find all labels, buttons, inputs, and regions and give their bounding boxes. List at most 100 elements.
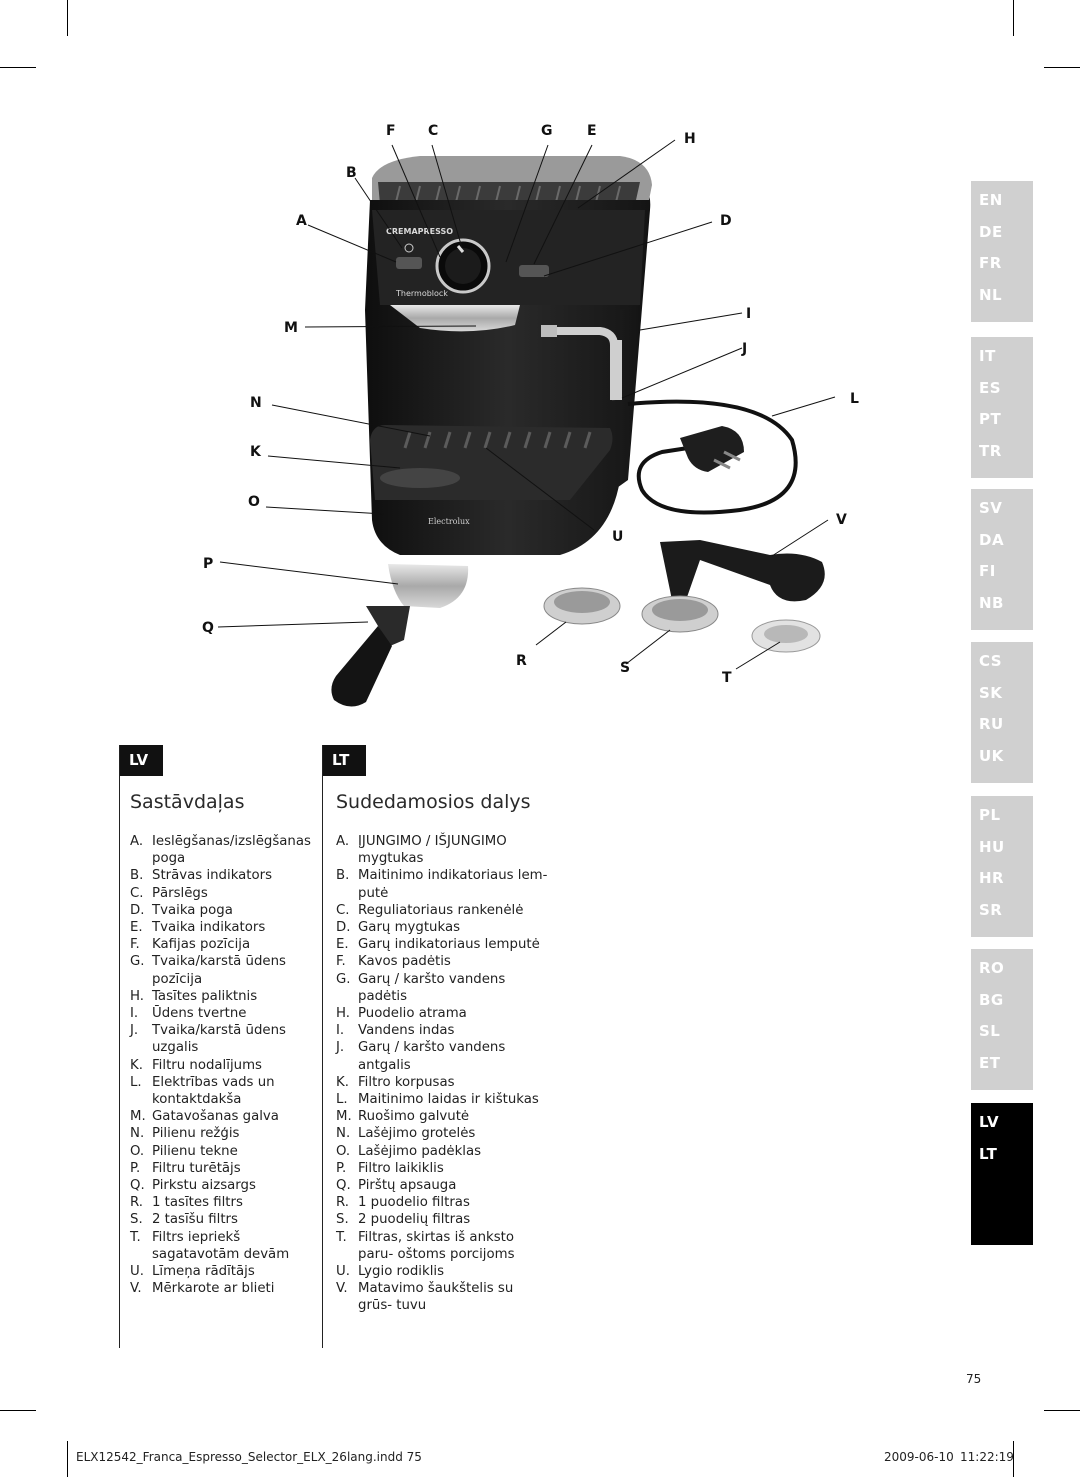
language-tab-pl[interactable]: PL [979,806,1001,824]
language-tab-cs[interactable]: CS [979,652,1003,670]
part-key: F. [130,937,140,953]
part-key: O. [336,1143,351,1159]
language-tab-hu[interactable]: HU [979,837,1005,856]
lt-column-rule [322,745,323,1348]
part-text: Mērkarote ar blieti [152,1281,275,1297]
part-text: Tvaika poga [152,902,233,918]
language-tab-lv[interactable]: LV [979,1113,1000,1131]
callout-n: N [250,395,262,411]
callout-e: E [587,123,597,139]
crop-mark [0,1410,36,1411]
language-tab-de[interactable]: DE [979,222,1003,241]
part-text: 1 puodelio filtras [358,1195,470,1211]
part-text: Kavos padėtis [358,954,451,970]
brew-head [390,305,520,332]
part-key: K. [130,1057,143,1073]
filter-handle [331,626,392,707]
language-tab-et[interactable]: ET [979,1053,1001,1072]
part-key: S. [336,1212,349,1228]
part-item: H.Tasītes paliktnis [130,988,315,1005]
language-tab-tr[interactable]: TR [979,441,1002,460]
language-tab-it[interactable]: IT [979,347,996,365]
language-tab-nl[interactable]: NL [979,285,1003,304]
part-key: J. [130,1023,139,1039]
language-tab-fi[interactable]: FI [979,562,996,580]
footer-time: 11:22:19 [960,1450,1014,1464]
part-key: I. [336,1023,345,1039]
footer-file: ELX12542_Franca_Espresso_Selector_ELX_26… [76,1450,422,1464]
lv-column-rule [119,745,120,1348]
part-item: O.Pilienu tekne [130,1143,315,1160]
crop-mark [1044,67,1080,68]
callout-r: R [516,653,527,669]
machine-illustration: CREMAPRESSO Thermoblock Electrolux [217,139,836,707]
language-tab-ru[interactable]: RU [979,715,1004,733]
part-key: R. [130,1195,143,1211]
part-text: Lašėjimo padėklas [358,1143,482,1159]
part-key: J. [336,1040,345,1056]
leader-lines [217,139,836,670]
part-text: Maitinimo indikatoriaus lem- putė [358,868,548,901]
part-text: Ieslēgšanas/izslēgšanas poga [152,834,311,867]
part-key: N. [336,1126,351,1142]
language-tab-nb[interactable]: NB [979,593,1004,612]
crop-mark [67,1441,68,1477]
callout-f: F [386,123,396,139]
part-text: Filtru nodalījums [152,1057,262,1073]
language-tab-ro[interactable]: RO [979,959,1005,977]
language-tab-uk[interactable]: UK [979,746,1004,765]
part-item: N.Pilienu režģis [130,1125,315,1142]
part-key: O. [130,1143,145,1159]
part-item: J.Tvaika/karstā ūdens uzgalis [130,1022,315,1056]
language-tab-sl[interactable]: SL [979,1022,1001,1040]
measuring-spoon [660,540,825,602]
callout-h: H [684,131,696,147]
part-text: Ūdens tvertne [152,1006,247,1022]
part-key: B. [336,868,350,884]
language-tab-lt[interactable]: LT [979,1144,998,1163]
callout-u: U [612,529,624,545]
part-key: Q. [130,1178,145,1194]
language-tab-sk[interactable]: SK [979,683,1003,702]
language-group: RO BG SL ET [971,949,1033,1090]
part-key: R. [336,1195,349,1211]
part-key: G. [336,971,351,987]
part-text: 1 tasītes filtrs [152,1195,243,1211]
part-item: A.ĮJUNGIMO / IŠJUNGIMO mygtukas [336,833,551,867]
language-tab-hr[interactable]: HR [979,869,1005,887]
crop-mark [0,67,36,68]
part-item: J.Garų / karšto vandens antgalis [336,1039,551,1073]
part-key: E. [336,937,349,953]
language-tab-fr[interactable]: FR [979,254,1002,272]
power-cord [627,399,798,515]
part-key: Q. [336,1178,351,1194]
part-item: A.Ieslēgšanas/izslēgšanas poga [130,833,315,867]
part-item: K.Filtro korpusas [336,1074,551,1091]
language-tab-sr[interactable]: SR [979,900,1003,919]
language-tab-pt[interactable]: PT [979,410,1002,428]
drip-tray-window [380,468,460,488]
crop-mark [67,0,68,36]
language-tab-da[interactable]: DA [979,530,1005,549]
language-group: IT ES PT TR [971,337,1033,478]
crop-mark [1013,0,1014,36]
language-tab-bg[interactable]: BG [979,990,1004,1009]
part-key: T. [336,1229,347,1245]
lt-title: Sudedamosios dalys [336,791,531,813]
part-item: D.Tvaika poga [130,902,315,919]
part-key: U. [336,1264,350,1280]
language-tab-sv[interactable]: SV [979,499,1003,517]
part-text: 2 puodelių filtras [358,1212,471,1228]
part-item: T.Filtras, skirtas iš anksto paru- oštom… [336,1229,551,1263]
language-tab-es[interactable]: ES [979,378,1002,397]
part-key: N. [130,1126,145,1142]
callout-d: D [720,213,732,229]
language-group: CS SK RU UK [971,642,1033,783]
language-tab-en[interactable]: EN [979,191,1003,209]
part-item: P.Filtru turētājs [130,1160,315,1177]
part-text: 2 tasīšu filtrs [152,1212,238,1228]
finger-guard [366,606,410,646]
part-text: Garų indikatoriaus lemputė [358,937,540,953]
lv-title: Sastāvdaļas [130,791,245,813]
part-item: S. 2 puodelių filtras [336,1211,551,1228]
